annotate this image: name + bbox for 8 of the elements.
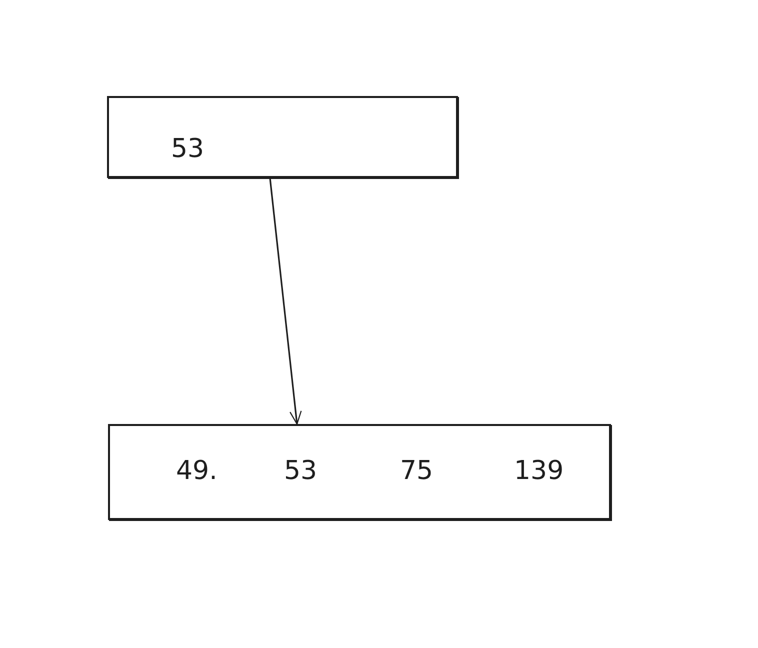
number-label: 53 <box>171 136 204 162</box>
number-label: 139 <box>514 458 564 484</box>
arrow <box>269 178 302 425</box>
number-label: 49. <box>176 458 218 484</box>
array-box <box>108 424 611 520</box>
number-label: 75 <box>400 458 434 484</box>
array-box <box>107 96 458 178</box>
number-label: 53 <box>284 458 318 484</box>
